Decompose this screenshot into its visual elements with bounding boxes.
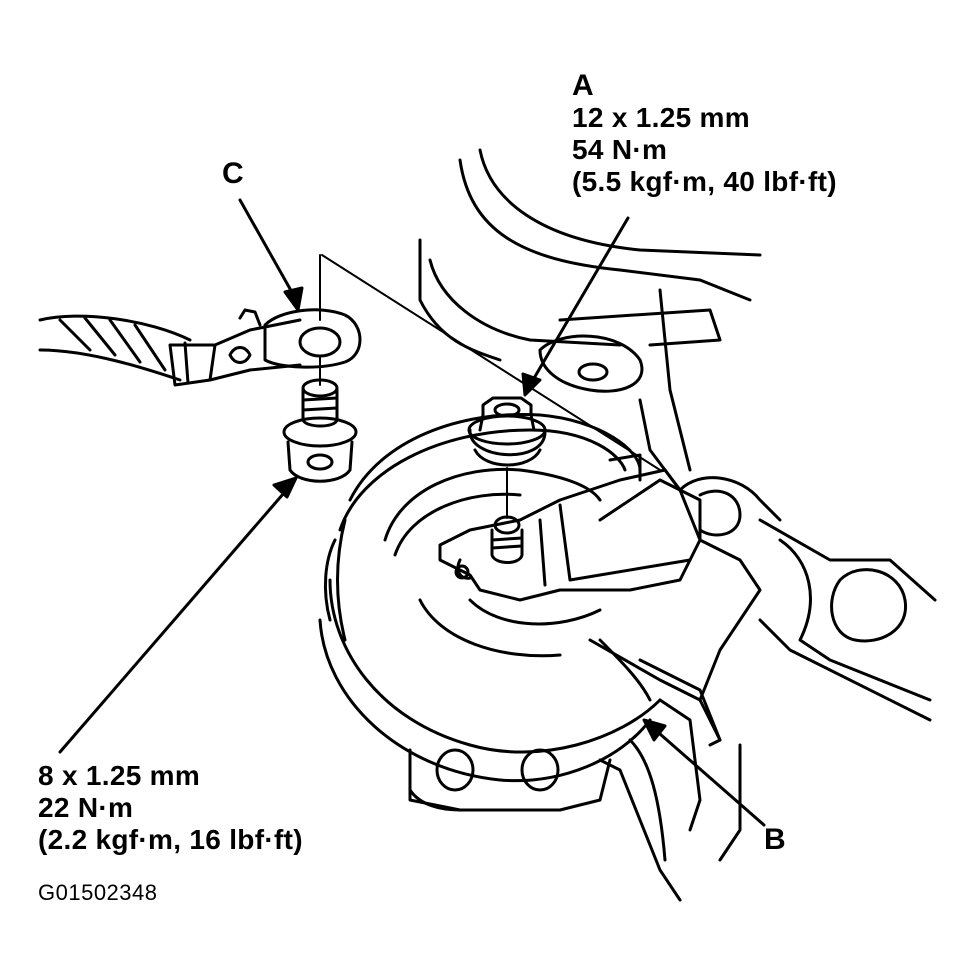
flange-nut-a <box>467 396 547 467</box>
callout-a-letter: A <box>572 69 594 102</box>
callout-a-torque-alt: (5.5 kgf·m, 40 lbf·ft) <box>572 166 837 197</box>
mount-arm <box>438 468 702 602</box>
callout-a: A 12 x 1.25 mm 54 N·m (5.5 kgf·m, 40 lbf… <box>572 70 837 198</box>
arrow-bolt <box>58 476 298 754</box>
callout-c-letter: C <box>222 157 244 190</box>
callout-a-size: 12 x 1.25 mm <box>572 102 750 133</box>
mount-stud <box>490 467 524 564</box>
arrow-a <box>521 216 630 397</box>
bolt-spec: 8 x 1.25 mm 22 N·m (2.2 kgf·m, 16 lbf·ft… <box>38 760 303 856</box>
vehicle-frame-outline <box>418 148 762 492</box>
bolt-spec-torque: 22 N·m <box>38 792 134 823</box>
ground-bolt <box>282 378 358 483</box>
arrow-c <box>238 198 304 312</box>
callout-b-letter: B <box>764 823 786 856</box>
mount-base-flange <box>408 738 682 902</box>
arrow-b <box>642 718 766 827</box>
bracket-b <box>588 476 937 862</box>
ground-cable <box>38 308 302 387</box>
bolt-spec-size: 8 x 1.25 mm <box>38 760 201 791</box>
callout-a-torque: 54 N·m <box>572 134 668 165</box>
engine-mount-body <box>318 412 662 783</box>
figure-id: G01502348 <box>38 880 158 905</box>
bolt-spec-torque-alt: (2.2 kgf·m, 16 lbf·ft) <box>38 824 303 855</box>
